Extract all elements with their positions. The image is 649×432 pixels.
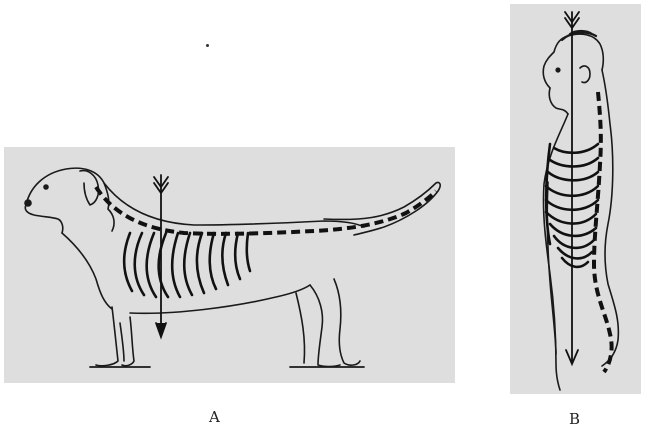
panel-b-label: B <box>569 410 580 428</box>
dog-front-leg-1 <box>96 307 118 366</box>
dog-back <box>104 183 364 227</box>
panel-b-human-illustration <box>510 4 641 394</box>
dog-hind-leg-1 <box>310 285 340 367</box>
dog-drawing <box>4 147 455 383</box>
dog-muzzle <box>25 205 63 233</box>
human-drawing <box>510 4 641 394</box>
dog-head-outline <box>26 168 114 231</box>
dog-eye <box>44 185 48 189</box>
dog-ribs <box>124 233 250 297</box>
stray-dot <box>206 44 209 47</box>
human-vertical-arrow <box>565 12 579 364</box>
human-back <box>602 70 618 366</box>
dog-hind-leg-2 <box>334 279 360 365</box>
panel-a-dog-illustration <box>4 147 455 383</box>
human-ear <box>580 66 590 83</box>
dog-belly <box>130 285 310 313</box>
human-spine-dashed <box>594 92 612 372</box>
dog-nose <box>25 200 31 206</box>
dog-chest-front <box>62 233 112 309</box>
human-arm <box>547 182 556 354</box>
human-eye <box>556 68 560 72</box>
human-face <box>549 88 568 114</box>
panel-a-label: A <box>209 408 220 426</box>
human-head-outline <box>543 34 603 88</box>
